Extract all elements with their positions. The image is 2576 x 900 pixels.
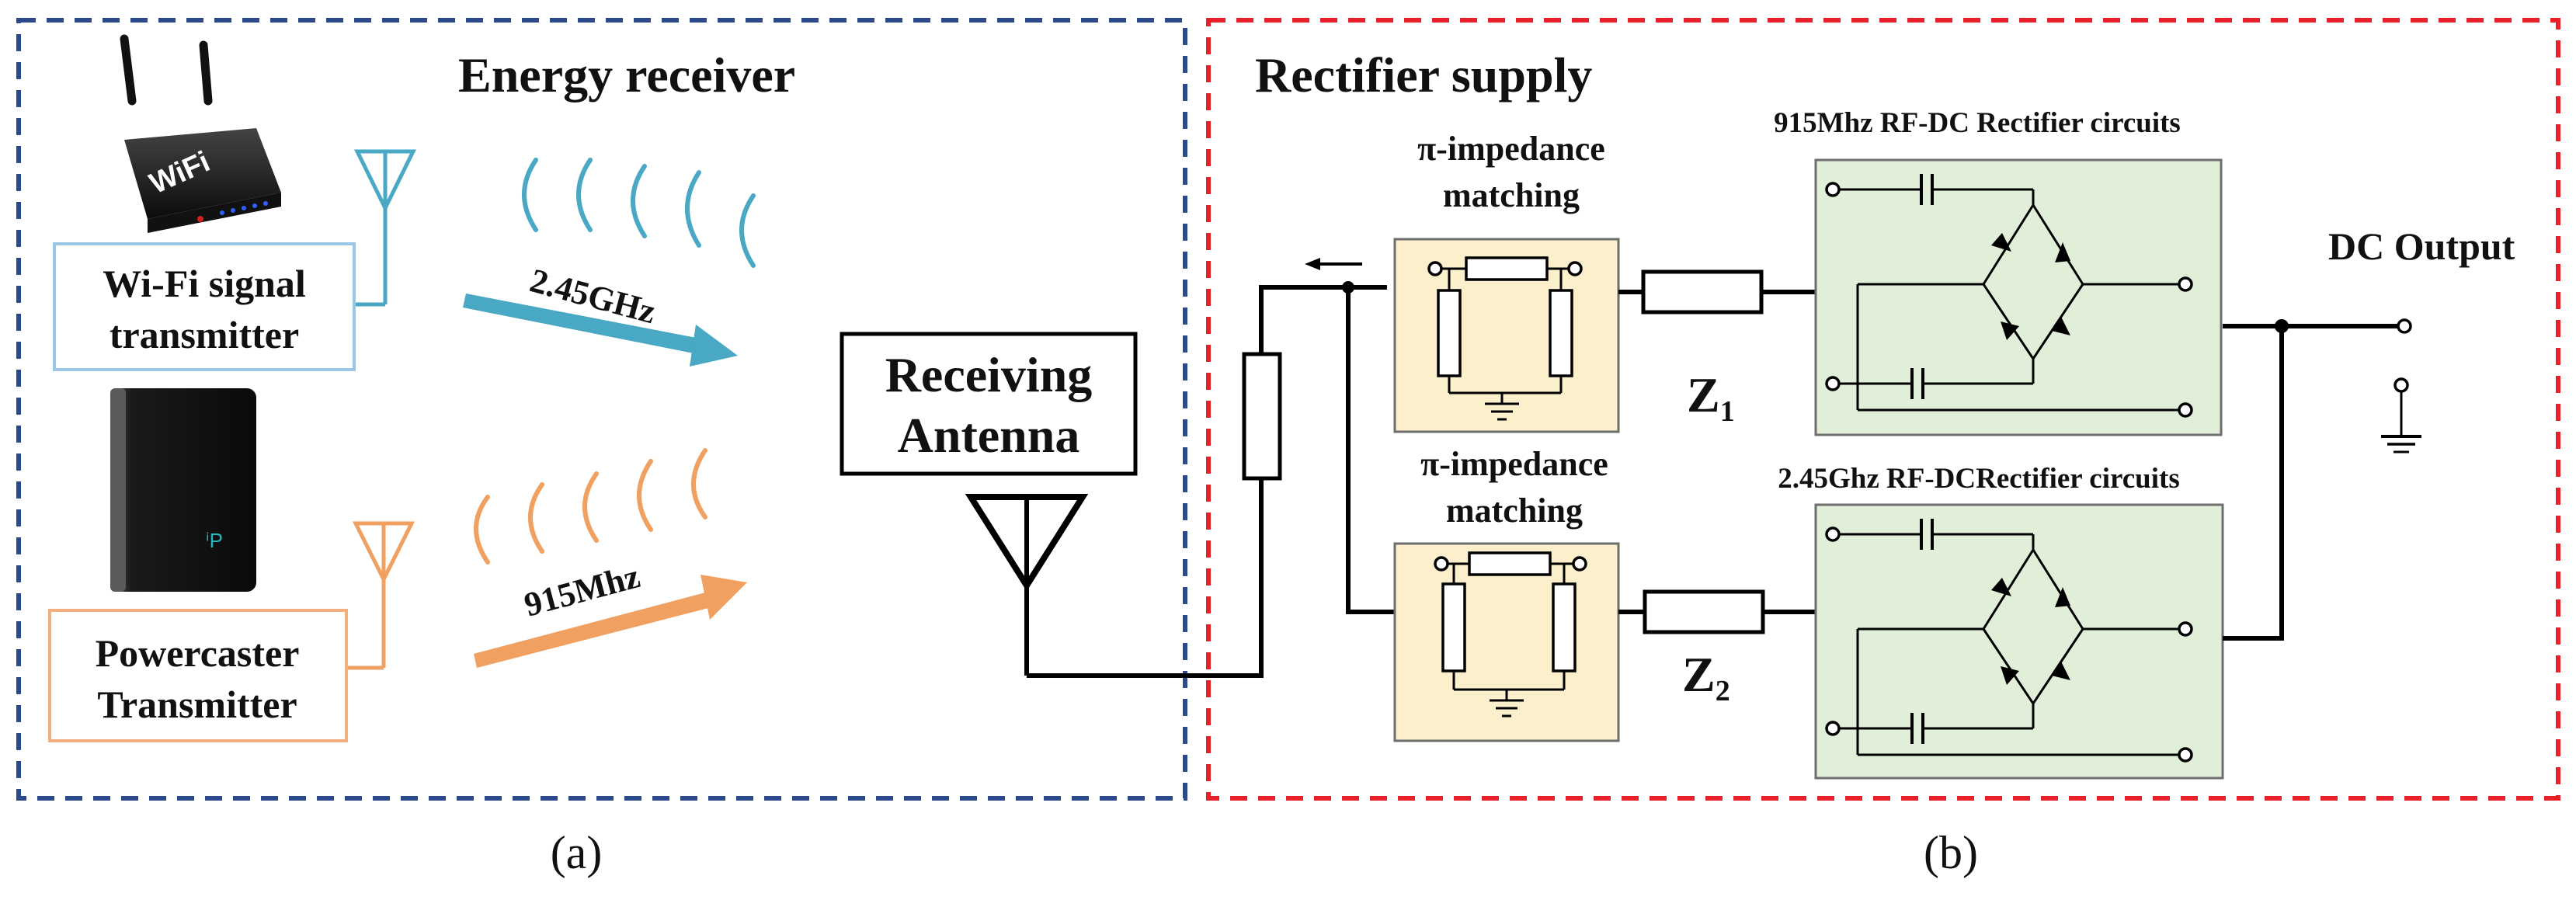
panel-b-border (1206, 18, 2560, 801)
rectifier-bottom-label: 2.45Ghz RF-DCRectifier circuits (1778, 463, 2180, 495)
panel-a-title: Energy receiver (458, 47, 795, 103)
output-junction-dot (2275, 319, 2289, 333)
rectifier-top-label: 915Mhz RF-DC Rectifier circuits (1774, 107, 2181, 139)
dc-output-terminal (2397, 318, 2412, 334)
z2-label: Z2 (1682, 647, 1730, 707)
matching-label-top-line2: matching (1443, 176, 1580, 214)
receiving-antenna-box (840, 332, 1138, 476)
svg-text:ⁱP: ⁱP (206, 529, 223, 552)
branch-lower-wire (1346, 287, 1395, 614)
wifi-transmitter-label-line2: transmitter (110, 313, 299, 356)
z1-label-main: Z (1687, 367, 1720, 422)
wifi-router-icon: WiFi (120, 34, 281, 233)
feed-arrow-icon (1305, 258, 1362, 270)
z2-label-main: Z (1682, 647, 1716, 702)
matching-network-bottom (1393, 542, 1620, 742)
caption-b: (b) (1924, 827, 1978, 878)
matching-network-top (1393, 238, 1620, 433)
z2-resistor (1643, 589, 1765, 634)
wifi-transmitter-label-line1: Wi-Fi signal (103, 262, 306, 305)
z1-resistor (1641, 269, 1764, 314)
receiving-antenna-icon (965, 494, 1089, 676)
powercaster-label-line2: Transmitter (97, 683, 297, 726)
antenna-feed-wire (1027, 285, 1387, 678)
ground-icon (2381, 377, 2421, 453)
receiving-antenna-label-line1: Receiving (885, 347, 1093, 402)
shunt-resistor (1242, 352, 1282, 481)
powercaster-device-icon: ⁱP (110, 388, 256, 592)
power-signal-arrow (474, 575, 747, 668)
matching-label-bottom-line2: matching (1446, 492, 1583, 530)
z2-label-subscript: 2 (1716, 675, 1730, 707)
wifi-antenna-icon (353, 149, 417, 307)
matching-label-bottom-line1: π-impedance (1420, 445, 1608, 483)
z1-label: Z1 (1687, 367, 1735, 428)
receiving-antenna-label-line2: Antenna (898, 408, 1080, 463)
rectifier-bottom (1814, 503, 2224, 780)
powercaster-label-line1: Powercaster (96, 631, 300, 675)
wifi-signal-arrow (463, 294, 738, 367)
wifi-signal-waves (522, 158, 756, 268)
z1-label-subscript: 1 (1720, 395, 1735, 428)
power-signal-waves (474, 448, 707, 565)
panel-a-border (16, 18, 1187, 801)
matching-label-top-line1: π-impedance (1417, 130, 1605, 168)
panel-b-title: Rectifier supply (1255, 47, 1592, 103)
wifi-transmitter-box (53, 242, 356, 371)
caption-a: (a) (551, 827, 603, 878)
output-lower-wire (2223, 326, 2284, 641)
power-antenna-icon (346, 521, 415, 670)
dc-output-label: DC Output (2328, 224, 2515, 268)
rectifier-top (1814, 158, 2223, 436)
powercaster-transmitter-box (48, 609, 348, 742)
